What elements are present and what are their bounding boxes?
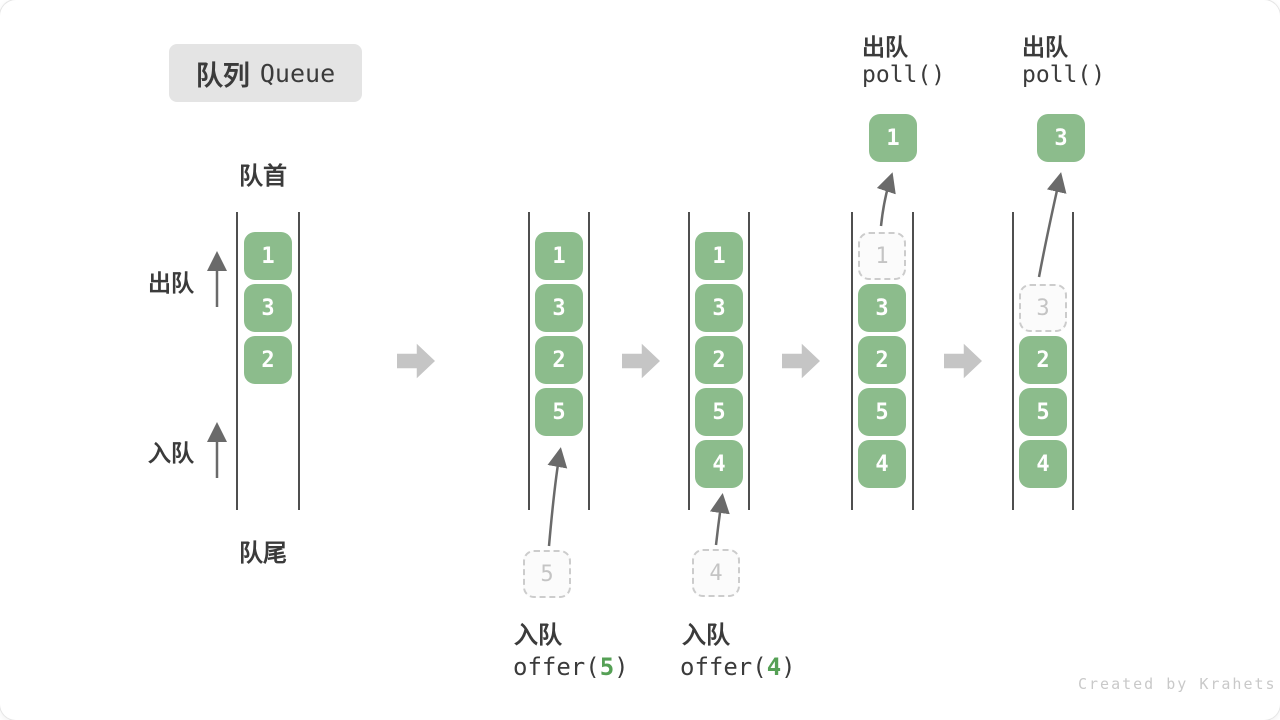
queue4-right-wall [912, 212, 914, 510]
queue-item: 5 [1019, 388, 1067, 436]
queue1-left-wall [236, 212, 238, 510]
step-arrow-icon [622, 343, 660, 379]
code-arg: 5 [599, 653, 615, 681]
removed-item-slot: 3 [1019, 284, 1067, 332]
step-arrow-icon [944, 343, 982, 379]
code-close: ) [614, 653, 629, 681]
poll1-label: 出队 [862, 34, 908, 60]
poll1-code: poll() [862, 62, 946, 88]
queue2-right-wall [588, 212, 590, 510]
enqueue5-code: offer(5) [513, 653, 629, 681]
queue-item: 5 [535, 388, 583, 436]
queue-item: 2 [1019, 336, 1067, 384]
enqueue5-label: 入队 [514, 622, 562, 649]
poll3-code: poll() [1022, 62, 1106, 88]
removed-item-slot: 1 [858, 232, 906, 280]
enqueue-label: 入队 [148, 440, 194, 466]
poll1-arrow-icon [876, 172, 896, 227]
polled-item: 3 [1037, 114, 1085, 162]
pending-item-5: 5 [523, 550, 571, 598]
poll3-arrow-icon [1037, 172, 1067, 278]
queue2-left-wall [528, 212, 530, 510]
enqueue4-code: offer(4) [680, 653, 796, 681]
poll3-label: 出队 [1022, 34, 1068, 60]
queue-front-label: 队首 [239, 163, 287, 190]
queue-item: 1 [695, 232, 743, 280]
code-arg: 4 [766, 653, 782, 681]
code-fn: offer( [513, 653, 600, 681]
enqueue4-arrow-icon [709, 493, 730, 546]
title-badge: 队列 Queue [169, 44, 362, 102]
queue5-right-wall [1072, 212, 1074, 510]
enqueue5-arrow-icon [547, 447, 568, 547]
step-arrow-icon [397, 343, 435, 379]
pending-item-4: 4 [692, 549, 740, 597]
queue-item: 2 [535, 336, 583, 384]
queue-item: 4 [695, 440, 743, 488]
step-arrow-icon [782, 343, 820, 379]
queue-rear-label: 队尾 [239, 540, 287, 567]
queue5-left-wall [1012, 212, 1014, 510]
queue-item: 3 [695, 284, 743, 332]
enqueue4-label: 入队 [682, 622, 730, 649]
polled-item: 1 [869, 114, 917, 162]
dequeue-label: 出队 [148, 270, 194, 296]
queue4-left-wall [851, 212, 853, 510]
queue-item: 3 [535, 284, 583, 332]
queue3-left-wall [688, 212, 690, 510]
queue-item: 4 [858, 440, 906, 488]
title-en: Queue [259, 58, 336, 88]
queue-item: 1 [244, 232, 292, 280]
queue1-right-wall [298, 212, 300, 510]
title-zh: 队列 [195, 60, 250, 91]
watermark: Created by Krahets [1078, 675, 1277, 693]
queue-item: 3 [244, 284, 292, 332]
queue-item: 1 [535, 232, 583, 280]
queue-item: 2 [695, 336, 743, 384]
queue-item: 5 [858, 388, 906, 436]
queue-item: 3 [858, 284, 906, 332]
queue-item: 4 [1019, 440, 1067, 488]
code-fn: offer( [680, 653, 767, 681]
queue-item: 2 [244, 336, 292, 384]
queue-item: 2 [858, 336, 906, 384]
code-close: ) [781, 653, 796, 681]
queue3-right-wall [748, 212, 750, 510]
queue-item: 5 [695, 388, 743, 436]
